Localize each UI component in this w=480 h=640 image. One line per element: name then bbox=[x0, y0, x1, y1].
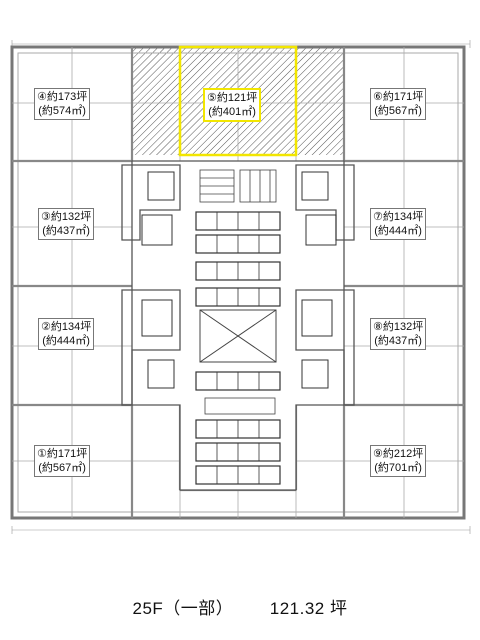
section-label-5: ⑤約121坪(約401㎡) bbox=[203, 88, 262, 122]
section-5-highlight bbox=[178, 45, 298, 157]
section-label-3: ③約132坪(約437㎡) bbox=[38, 208, 95, 240]
section-label-6: ⑥約171坪(約567㎡) bbox=[370, 88, 427, 120]
floor-plan bbox=[10, 40, 471, 534]
section-label-4: ④約173坪(約574㎡) bbox=[34, 88, 91, 120]
section-label-1: ①約171坪(約567㎡) bbox=[34, 445, 91, 477]
dimension-ticks bbox=[11, 40, 471, 534]
floor-area: 121.32 坪 bbox=[269, 599, 348, 618]
building-core bbox=[121, 160, 355, 491]
outer-wall bbox=[10, 45, 466, 520]
shafts bbox=[141, 171, 337, 389]
section-label-2: ②約134坪(約444㎡) bbox=[38, 318, 95, 350]
section-label-7: ⑦約134坪(約444㎡) bbox=[370, 208, 427, 240]
stairs bbox=[199, 169, 277, 415]
central-void bbox=[199, 309, 277, 363]
section-label-8: ⑧約132坪(約437㎡) bbox=[370, 318, 427, 350]
section-label-9: ⑨約212坪(約701㎡) bbox=[370, 445, 427, 477]
floor-title: 25F（一部） bbox=[132, 599, 234, 618]
elevator-cars bbox=[216, 212, 260, 484]
floor-caption: 25F（一部） 121.32 坪 bbox=[0, 594, 480, 619]
